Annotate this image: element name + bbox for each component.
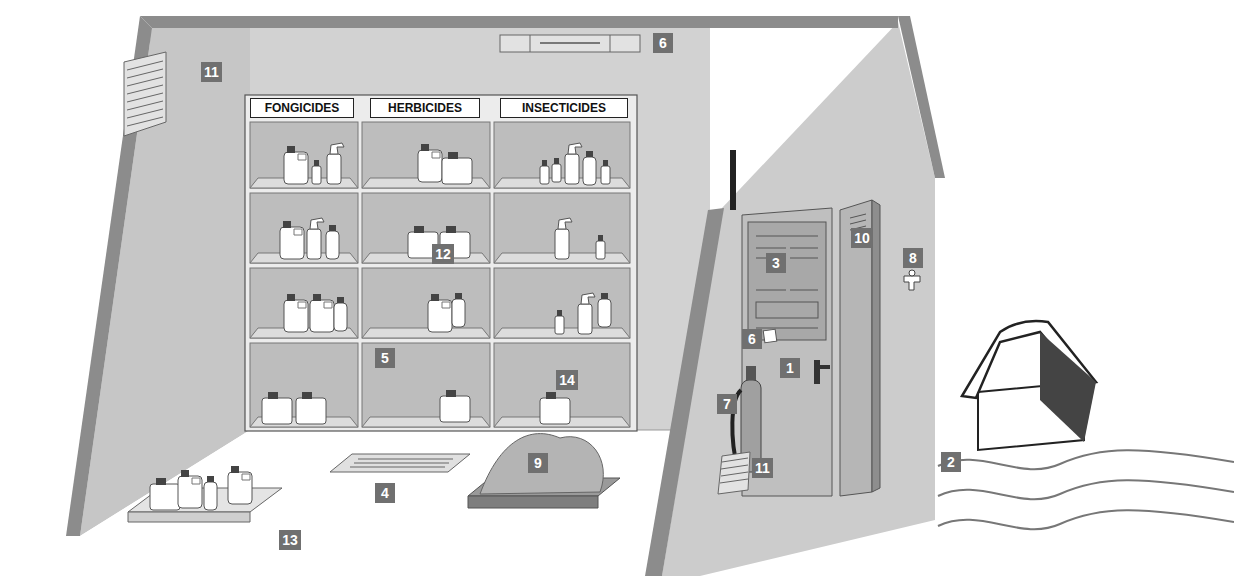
callout-number: 6 [653, 33, 673, 53]
callout-number: 14 [556, 370, 578, 390]
callout-number: 5 [375, 348, 395, 368]
shelf-header: INSECTICIDES [500, 98, 628, 118]
callout-number: 10 [851, 228, 873, 248]
callout-number: 9 [528, 453, 548, 473]
callout-number: 13 [279, 530, 301, 550]
header-text: HERBICIDES [388, 100, 462, 116]
shelf-header: HERBICIDES [370, 98, 480, 118]
callout-number: 1 [780, 358, 800, 378]
shelf-header: FONGICIDES [250, 98, 354, 118]
header-text: INSECTICIDES [522, 100, 606, 116]
header-text: FONGICIDES [265, 100, 340, 116]
callout-number: 3 [766, 253, 786, 273]
callout-number: 2 [941, 452, 961, 472]
callout-number: 11 [752, 458, 773, 478]
callout-number: 7 [717, 394, 737, 414]
callout-number: 12 [432, 244, 454, 264]
callout-number: 11 [201, 62, 222, 82]
callout-number: 8 [903, 248, 923, 268]
callout-number: 6 [742, 329, 762, 349]
callout-number: 4 [375, 483, 395, 503]
